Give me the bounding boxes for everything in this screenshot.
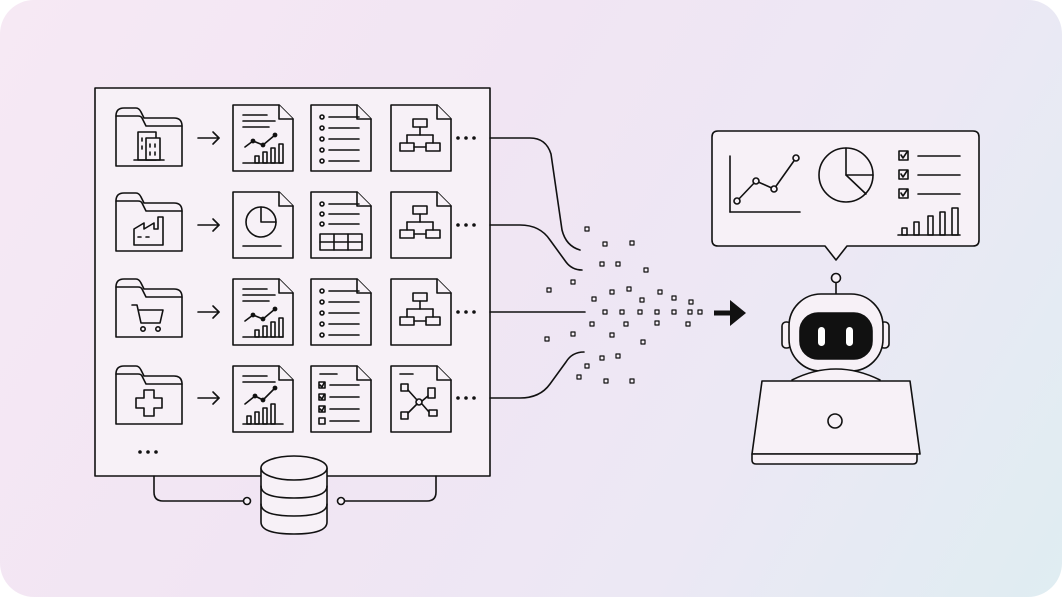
database-connectors [153, 475, 437, 506]
factory-folder-icon [115, 192, 183, 252]
checklist-icon [311, 279, 371, 345]
arrow-right-icon [197, 391, 220, 405]
report-chart-icon [232, 365, 294, 433]
pie-chart-icon [818, 147, 874, 203]
network-diagram-icon [390, 365, 452, 433]
data-particles [544, 226, 703, 384]
cart-folder-icon [115, 278, 183, 338]
folder-arrows [197, 131, 220, 405]
robot-with-laptop-icon [751, 272, 921, 465]
output-speech-bubble [711, 130, 980, 261]
arrow-right-icon [714, 300, 746, 326]
arrow-right-icon [197, 218, 220, 232]
report-chart-icon [233, 279, 293, 345]
report-chart-icon [233, 105, 293, 171]
flowchart-icon [391, 279, 451, 345]
medical-folder-icon [115, 365, 183, 425]
bar-chart-icon [897, 207, 961, 236]
database-icon [260, 455, 328, 535]
checkbox-list-icon [310, 365, 372, 433]
building-folder-icon [115, 107, 183, 167]
arrow-right-icon [197, 305, 220, 319]
more-ellipsis-icons [138, 136, 476, 454]
arrow-right-icon [197, 131, 220, 145]
list-table-icon [310, 191, 372, 259]
flowchart-icon [391, 192, 451, 258]
checklist-icon [311, 105, 371, 171]
flowchart-icon [391, 105, 451, 171]
data-flow-lines [489, 137, 586, 399]
checklist-icon [898, 150, 961, 199]
line-chart-icon [729, 154, 801, 213]
pie-chart-doc-icon [232, 191, 294, 259]
